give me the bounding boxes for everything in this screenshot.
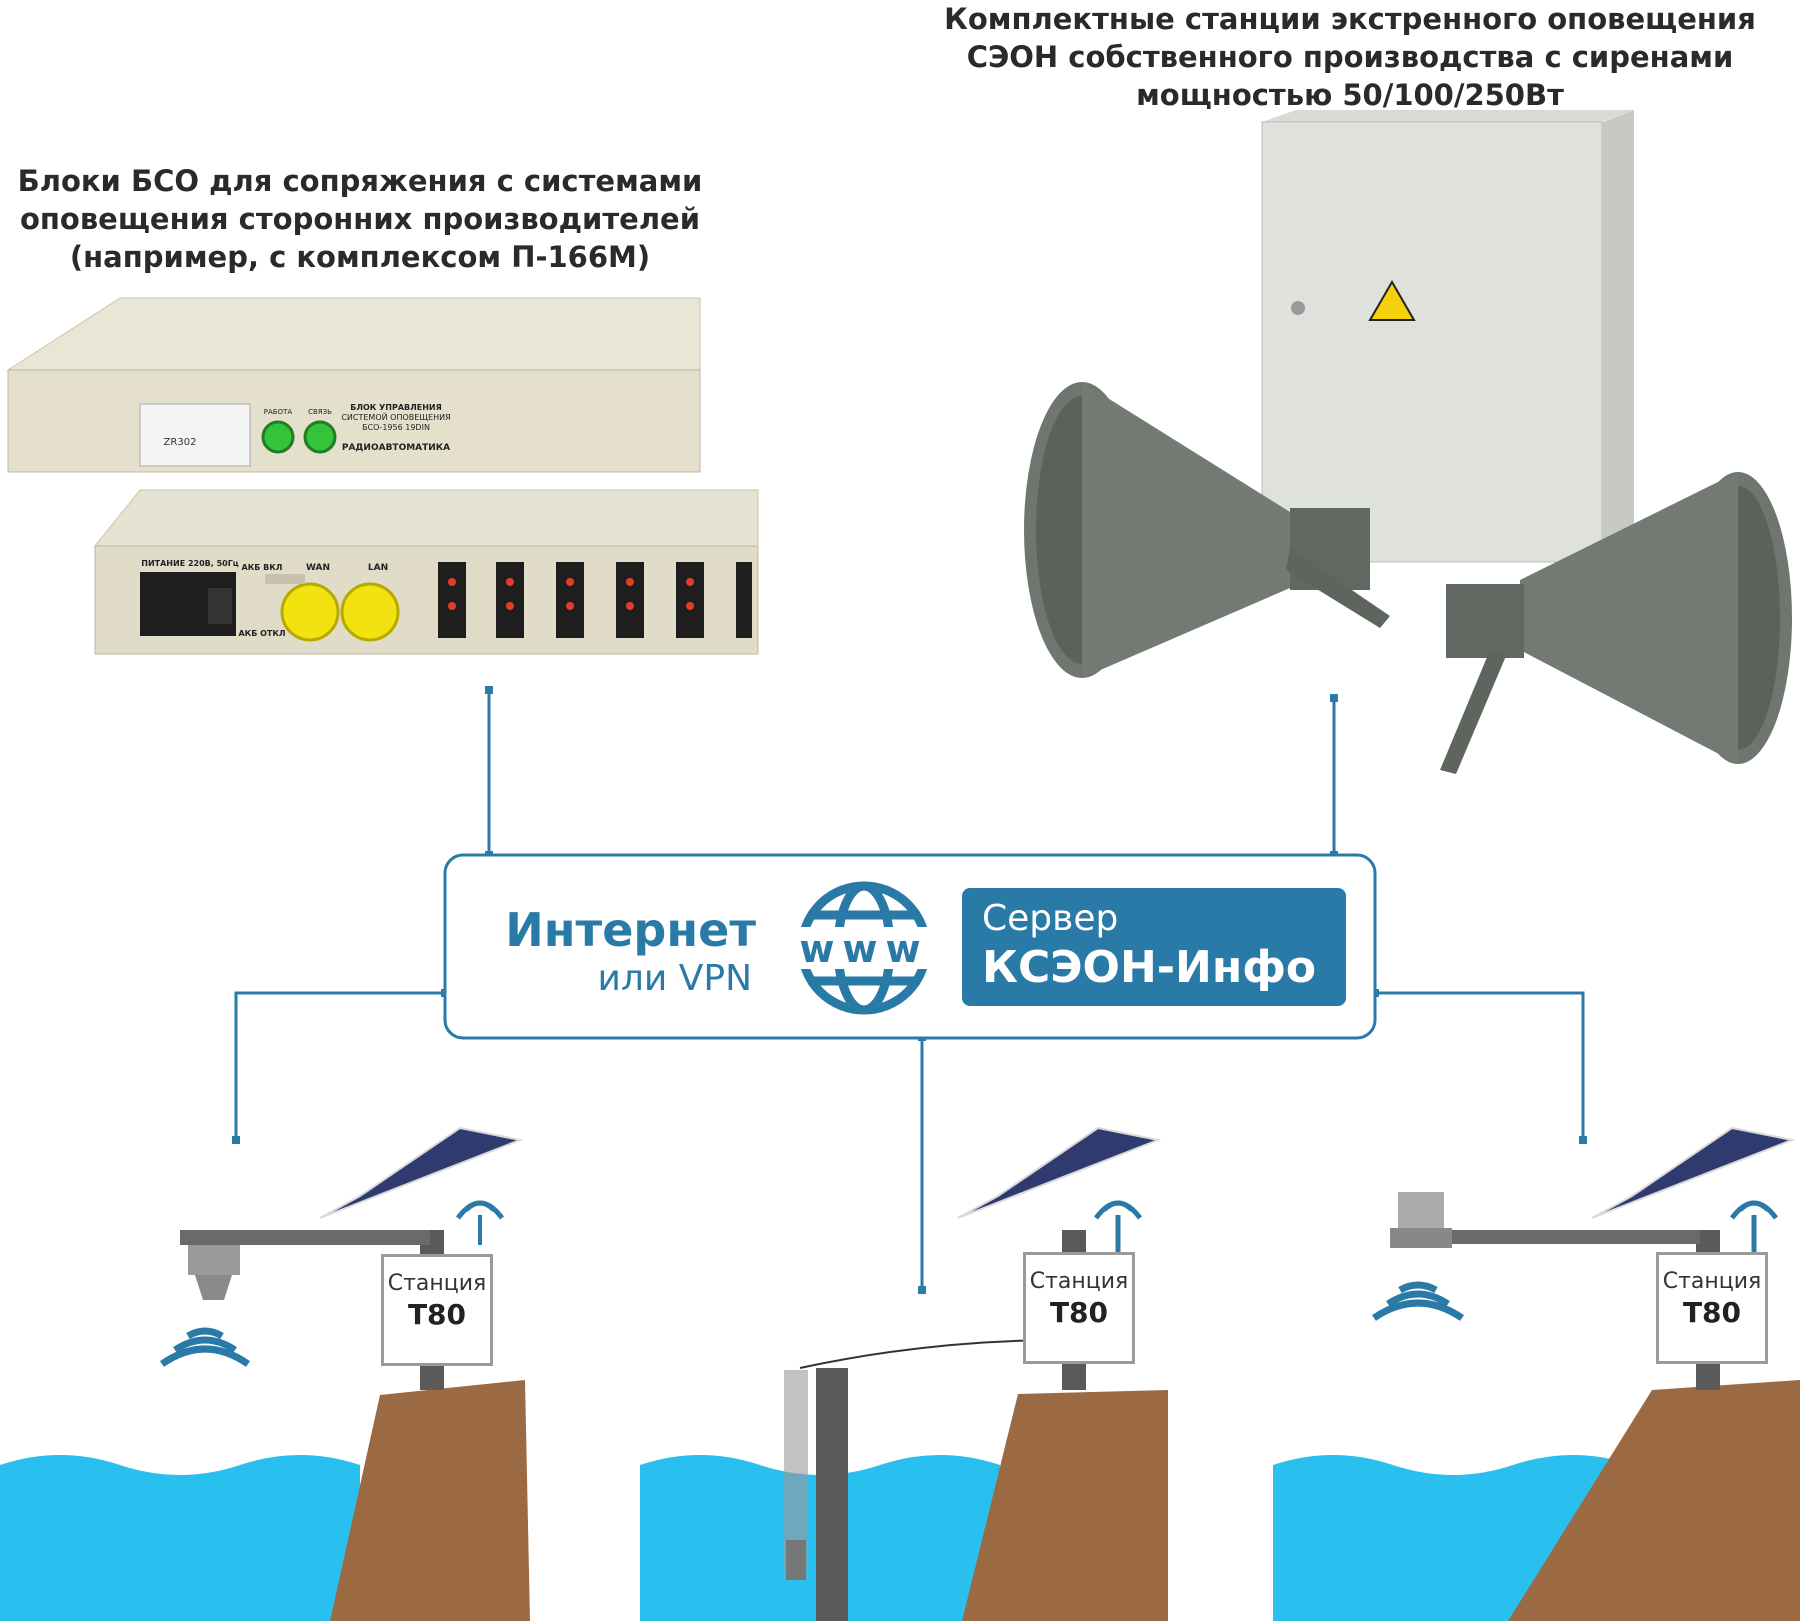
station-model: Т80: [407, 1298, 467, 1331]
antenna-icon-1: [455, 1200, 505, 1220]
station-label: Станция: [1662, 1269, 1762, 1294]
device-wan-label: WAN: [306, 563, 330, 573]
station-label: Станция: [1029, 1269, 1129, 1294]
antenna-icon-3: [1729, 1200, 1779, 1252]
ground-3: [1508, 1380, 1800, 1621]
ground-1: [330, 1380, 530, 1621]
device-lan-label: LAN: [368, 563, 388, 573]
device-akb-on: АКБ ВКЛ: [242, 563, 283, 572]
www-label: www: [799, 927, 928, 971]
connection-lines: [234, 690, 1585, 1290]
wifi-icon-1: [159, 1327, 251, 1367]
internet-title: Интернет: [505, 903, 756, 957]
caption-bso-line2: оповещения сторонних производителей: [19, 202, 701, 236]
station-box-3: Станция Т80: [1656, 1252, 1768, 1364]
line-station-3: [1375, 991, 1585, 1140]
caption-seon-line2: СЭОН собственного производства с сиренам…: [966, 40, 1734, 74]
server-box: Сервер КСЭОН-Инфо: [962, 888, 1346, 1006]
antenna-icon-2: [1093, 1200, 1143, 1252]
caption-seon: Комплектные станции экстренного оповещен…: [900, 0, 1800, 114]
device-label-top-3: БСО-1956 19DIN: [362, 423, 430, 432]
bso-device-image: [6, 297, 759, 655]
station-2-structure: [784, 1126, 1162, 1621]
device-brand: РАДИОАВТОМАТИКА: [342, 443, 450, 453]
device-label-top-2: СИСТЕМОЙ ОПОВЕЩЕНИЯ: [341, 411, 450, 422]
station-label: Станция: [387, 1271, 487, 1296]
station-model: Т80: [1682, 1296, 1742, 1329]
device-link-label: СВЯЗЬ: [308, 408, 332, 416]
seon-image: [1024, 110, 1792, 774]
caption-bso: Блоки БСО для сопряжения с системами опо…: [0, 162, 720, 276]
line-station-1: [234, 991, 445, 1140]
server-label: Сервер: [982, 898, 1119, 939]
station-box-2: Станция Т80: [1023, 1252, 1135, 1364]
station-box-1: Станция Т80: [381, 1254, 493, 1366]
wifi-icon-3: [1372, 1281, 1464, 1321]
device-work-label: РАБОТА: [264, 408, 293, 416]
device-label-top: БЛОК УПРАВЛЕНИЯ: [350, 403, 442, 412]
caption-bso-line1: Блоки БСО для сопряжения с системами: [17, 164, 703, 198]
water-1: [0, 1455, 360, 1621]
caption-seon-line3: мощностью 50/100/250Вт: [1136, 78, 1564, 112]
server-name: КСЭОН-Инфо: [982, 942, 1317, 993]
internet-subtitle: или VPN: [597, 958, 752, 999]
device-akb-off: АКБ ОТКЛ: [238, 629, 285, 638]
ground-2: [962, 1390, 1168, 1621]
caption-seon-line1: Комплектные станции экстренного оповещен…: [944, 2, 1756, 36]
device-module: ZR302: [164, 437, 197, 448]
device-power-label: ПИТАНИЕ 220В, 50Гц: [141, 559, 239, 568]
caption-bso-line3: (например, с комплексом П-166М): [69, 240, 651, 274]
station-model: Т80: [1049, 1296, 1109, 1329]
